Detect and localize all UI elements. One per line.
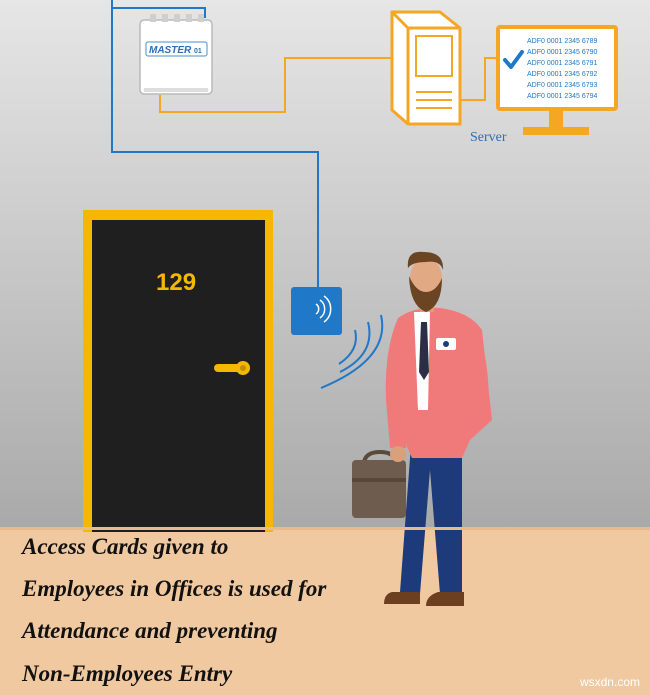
rfid-signal-waves: [320, 314, 384, 389]
floor: [0, 528, 650, 695]
controller-brand: MASTER: [149, 45, 192, 56]
server-label: Server: [470, 130, 507, 145]
controller-top-wire: [112, 7, 206, 18]
caption-line-1: Access Cards given to: [22, 534, 229, 559]
caption-line-2: Employees in Offices is used for: [22, 576, 327, 601]
card-id-5: ADF0 0001 2345 6793: [527, 82, 598, 89]
employee-figure: [352, 251, 492, 606]
watermark: wsxdn.com: [579, 675, 640, 689]
checkmark-icon: [503, 50, 524, 69]
floor-edge: [0, 527, 650, 530]
card-id-4: ADF0 0001 2345 6792: [527, 71, 598, 78]
card-id-list: ADF0 0001 2345 6789 ADF0 0001 2345 6790 …: [527, 38, 598, 100]
controller-model: 01: [194, 48, 202, 55]
access-controller: MASTER 01: [139, 14, 213, 95]
card-id-1: ADF0 0001 2345 6789: [527, 38, 598, 45]
caption-line-4: Non-Employees Entry: [22, 661, 233, 686]
door-number: 129: [156, 269, 196, 296]
server-tower: [390, 10, 462, 126]
network-cable: [159, 57, 392, 113]
caption-line-3: Attendance and preventing: [22, 618, 278, 643]
card-id-2: ADF0 0001 2345 6790: [527, 49, 598, 56]
briefcase-icon: [352, 460, 406, 518]
reader-wire: [111, 0, 319, 290]
card-reader: [291, 287, 342, 335]
monitor-cable: [460, 57, 498, 101]
monitor: [496, 25, 618, 135]
card-id-6: ADF0 0001 2345 6794: [527, 93, 598, 100]
door: 129: [83, 210, 273, 532]
card-id-3: ADF0 0001 2345 6791: [527, 60, 598, 67]
